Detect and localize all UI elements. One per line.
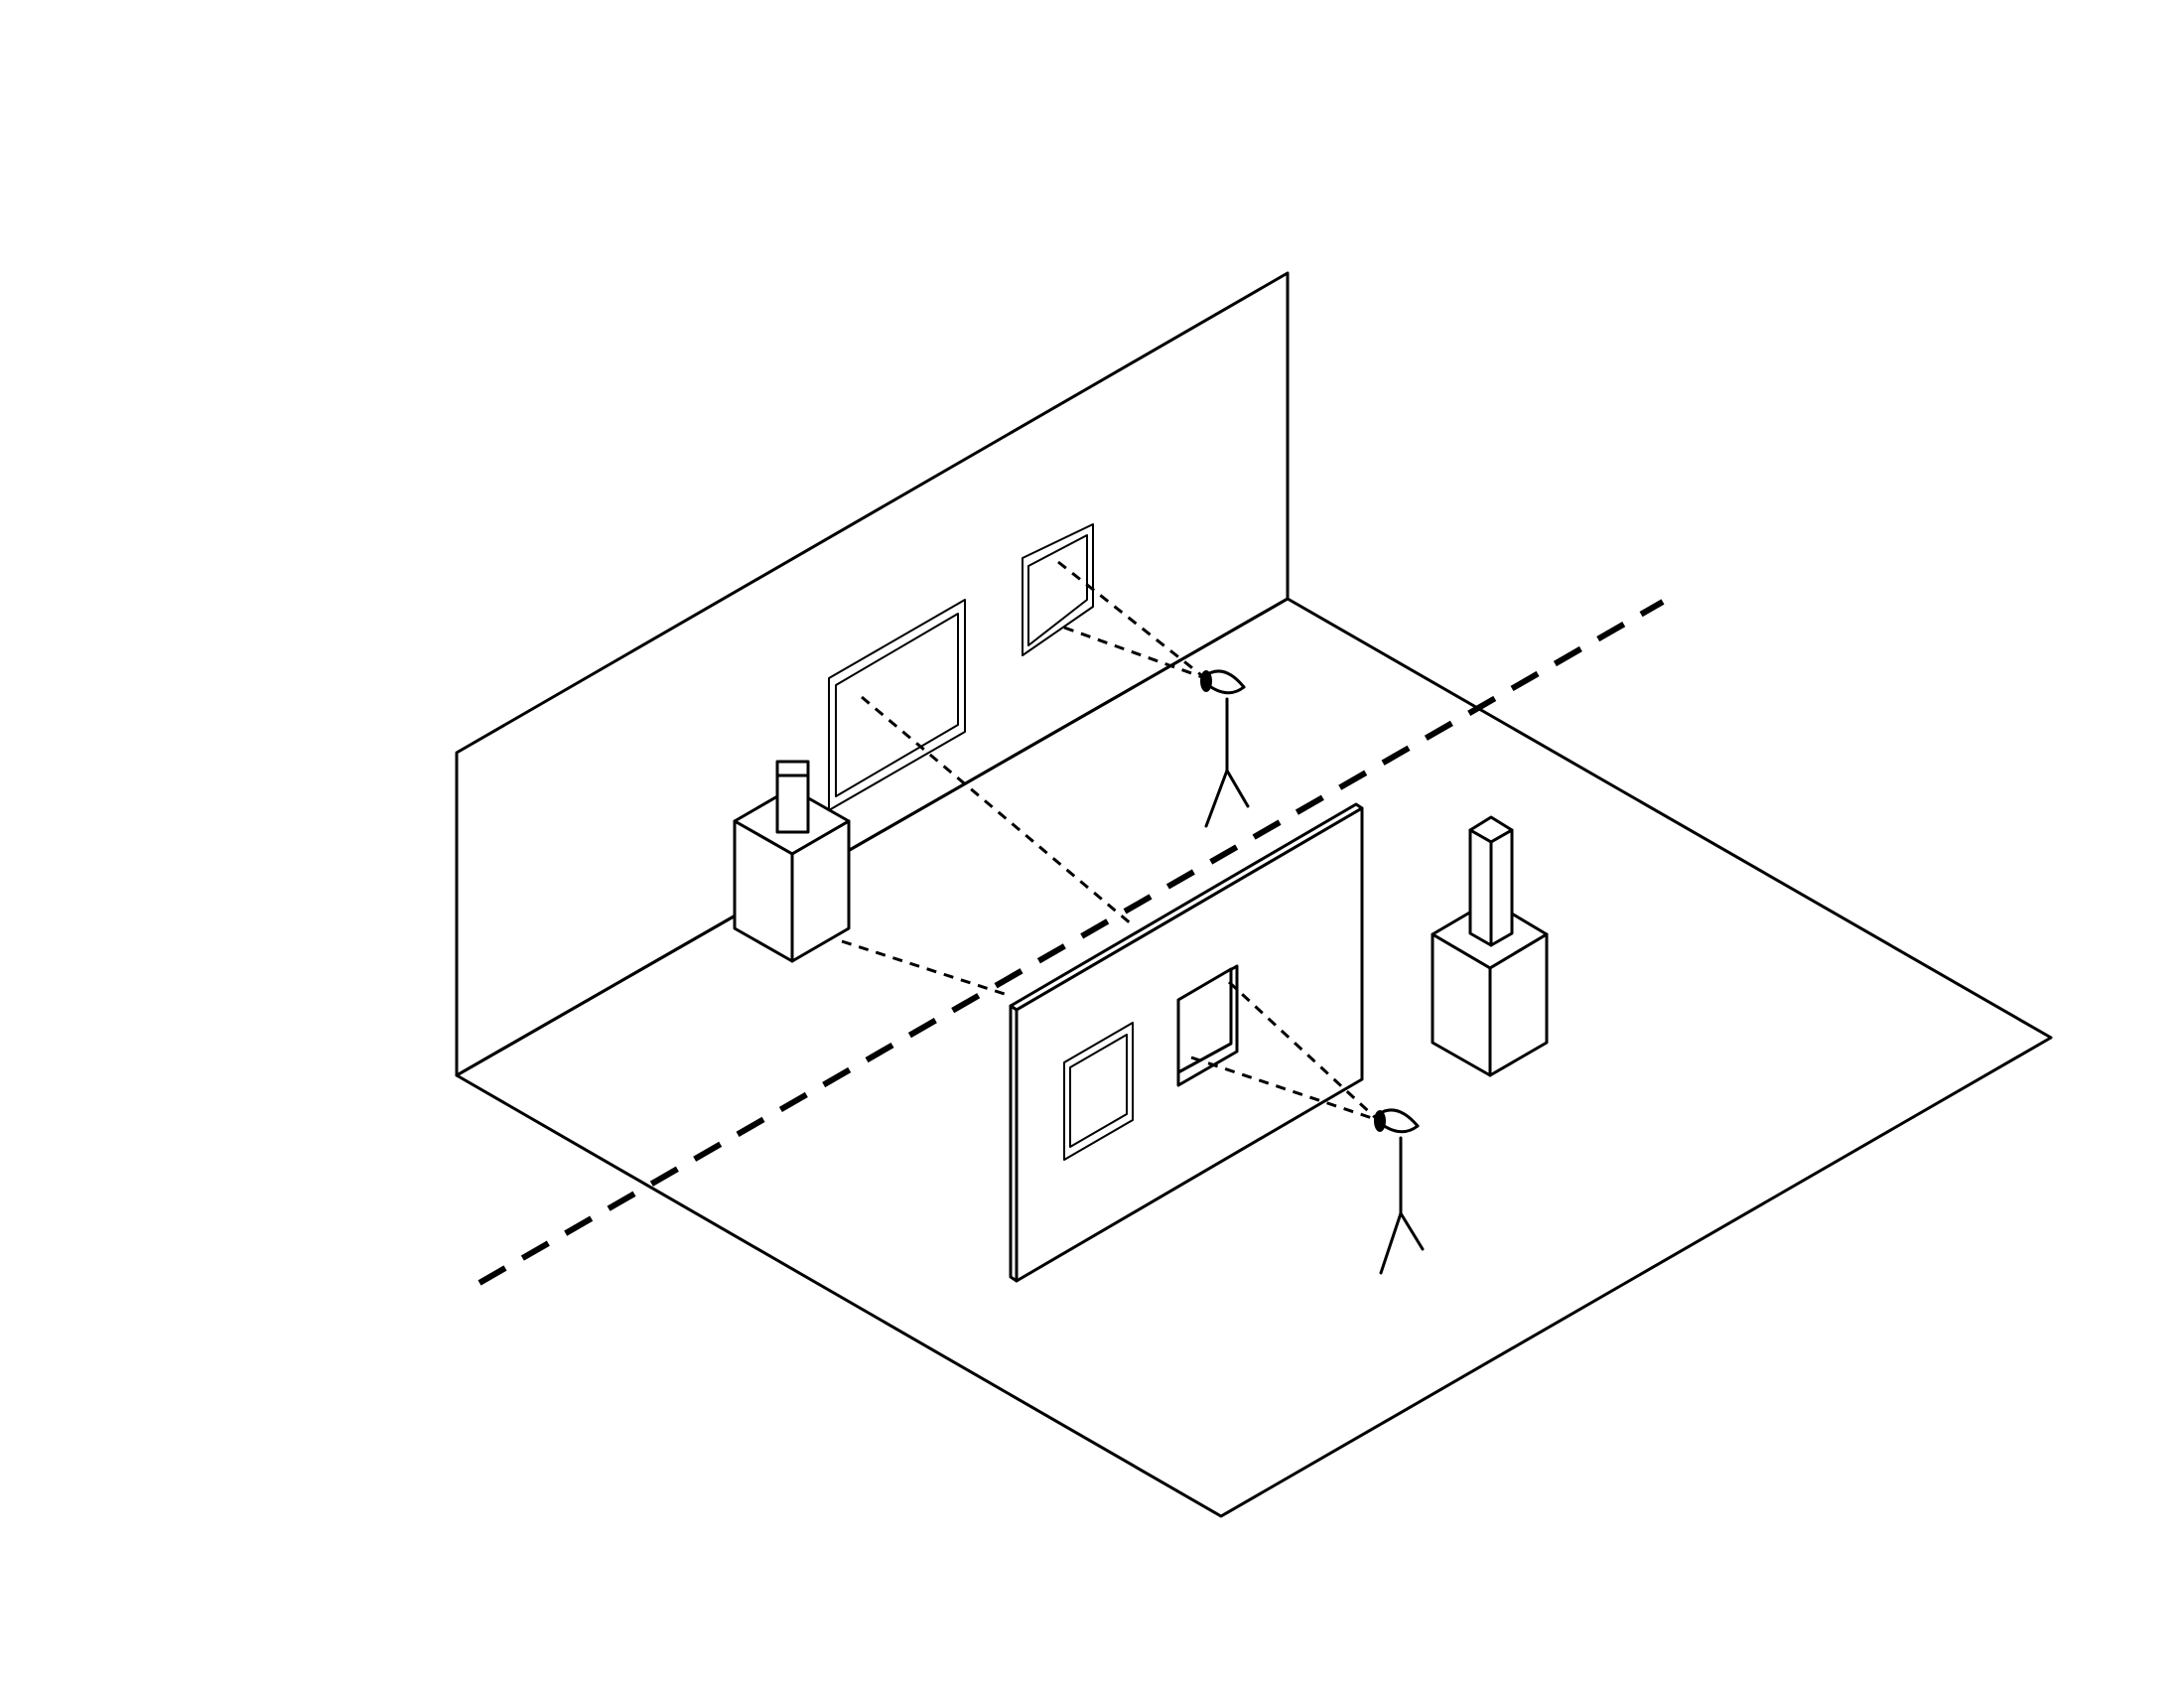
viewer-figure-back [1200, 669, 1250, 828]
sight-line-partition-frame-bottom [1190, 1055, 1379, 1122]
back-wall [455, 271, 1290, 1077]
sight-line-pedestal-to-wall [841, 939, 1012, 998]
dashed-axis-line [478, 599, 1665, 1286]
sight-line-partition-frame-top [1227, 980, 1380, 1122]
partition-left-frame [1063, 1022, 1134, 1161]
back-wall-large-frame [828, 599, 966, 811]
sight-line-small-frame-bottom [1063, 626, 1206, 680]
left-pedestal [733, 760, 851, 963]
sight-line-large-frame-to-wall [861, 695, 1133, 926]
sight-line-small-frame-top [1057, 560, 1206, 680]
back-wall-small-frame [1022, 523, 1094, 656]
viewer-figure-front [1374, 1108, 1425, 1275]
partition-right-frame [1176, 964, 1239, 1087]
right-pedestal [1431, 815, 1549, 1077]
